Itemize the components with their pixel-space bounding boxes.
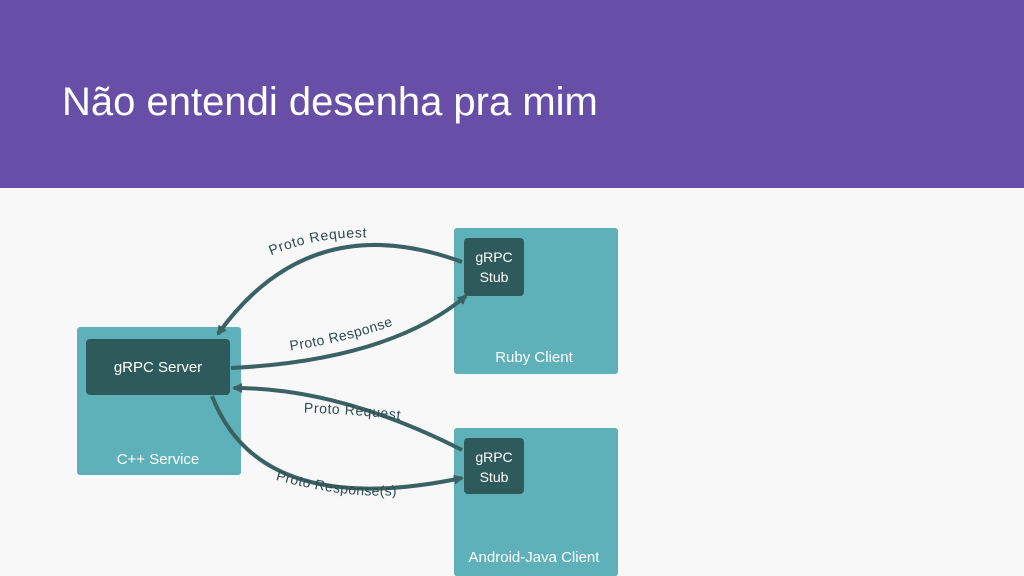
cpp-service-label: C++ Service <box>117 451 200 468</box>
android-response-label-text: Proto Response(s) <box>275 467 398 498</box>
android-grpc-stub-box[interactable] <box>464 438 524 494</box>
ruby-stub-line1: gRPC <box>475 249 512 265</box>
android-request-label-text: Proto Request <box>304 400 402 423</box>
grpc-server-box[interactable] <box>86 339 230 395</box>
ruby-stub-line2: Stub <box>480 269 509 285</box>
slide-title: Não entendi desenha pra mim <box>62 80 598 124</box>
android-stub-line2: Stub <box>480 469 509 485</box>
slide-header: Não entendi desenha pra mim <box>0 0 1024 188</box>
ruby-request-arrow <box>216 243 463 336</box>
android-request-arrow <box>232 383 463 452</box>
ruby-response-label: Proto Response <box>288 313 394 353</box>
ruby-response-arrow <box>230 294 468 370</box>
android-client-label: Android-Java Client <box>469 549 601 566</box>
ruby-response-label-text: Proto Response <box>288 313 394 353</box>
android-response-label: Proto Response(s) <box>275 467 397 498</box>
android-request-label: Proto Request <box>304 400 402 423</box>
grpc-server-label: gRPC Server <box>114 359 202 376</box>
android-stub-line1: gRPC <box>475 449 512 465</box>
ruby-grpc-stub-box[interactable] <box>464 238 524 296</box>
ruby-client-label: Ruby Client <box>495 349 573 366</box>
android-response-arrow <box>210 395 464 491</box>
